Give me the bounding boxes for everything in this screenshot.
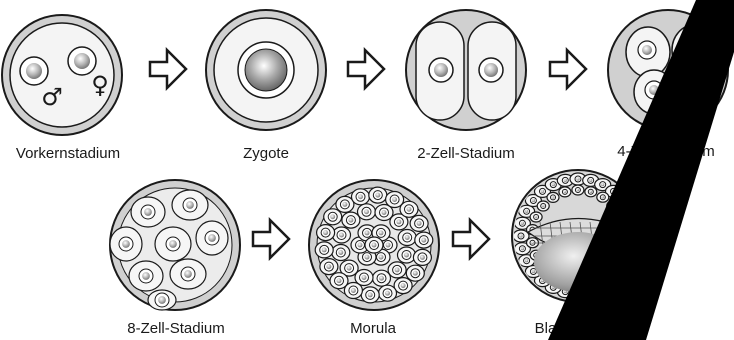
cell <box>410 215 428 231</box>
cell <box>379 285 397 301</box>
cell <box>332 245 350 261</box>
male-symbol: ♂ <box>41 83 63 111</box>
cell <box>361 287 379 303</box>
cell <box>110 227 142 261</box>
cell <box>406 265 424 281</box>
cell <box>315 242 333 258</box>
trophoblast-cell <box>547 192 559 202</box>
cell <box>358 204 376 220</box>
cell <box>352 189 370 205</box>
cell <box>413 249 431 265</box>
stage-2-zell <box>406 10 526 130</box>
cell <box>398 230 416 246</box>
cell <box>333 227 351 243</box>
trophoblast-cell <box>585 187 597 197</box>
cell <box>342 212 360 228</box>
cell <box>330 273 348 289</box>
male-pronucleus <box>20 57 48 85</box>
cell <box>388 262 406 278</box>
stage-label-8-zell: 8-Zell-Stadium <box>127 320 225 337</box>
trophoblast-cell <box>537 201 549 211</box>
stage-vorkernstadium: ♂ ♀ <box>2 15 122 135</box>
stage-8-zell <box>110 180 240 310</box>
cell <box>196 221 228 255</box>
female-symbol: ♀ <box>91 71 109 99</box>
stage-label-zygote: Zygote <box>243 145 289 162</box>
cell <box>170 259 206 289</box>
cell <box>131 197 165 227</box>
stage-label-morula: Morula <box>350 320 397 337</box>
arrow-icon <box>348 50 384 88</box>
cell <box>148 290 176 310</box>
cell <box>317 225 335 241</box>
cell <box>320 259 338 275</box>
arrow-icon <box>150 50 186 88</box>
cell <box>129 261 163 291</box>
cell <box>400 201 418 217</box>
stage-zygote <box>206 10 326 130</box>
cell <box>324 209 342 225</box>
trophoblast-cell <box>530 212 542 222</box>
stage-morula <box>309 180 439 310</box>
cell <box>365 237 383 253</box>
cell <box>398 247 416 263</box>
arrow-icon <box>253 220 289 258</box>
cell <box>415 232 433 248</box>
cell <box>369 187 387 203</box>
trophoblast-cell <box>572 185 584 195</box>
arrow-icon <box>453 220 489 258</box>
arrow-icon <box>550 50 586 88</box>
trophoblast-cell <box>559 187 571 197</box>
trophoblast-cell <box>597 192 609 202</box>
stage-label-2-zell: 2-Zell-Stadium <box>417 145 515 162</box>
cell <box>155 227 191 261</box>
cell <box>373 270 391 286</box>
stage-label-vorkernstadium: Vorkernstadium <box>16 145 120 162</box>
cell <box>172 190 208 220</box>
